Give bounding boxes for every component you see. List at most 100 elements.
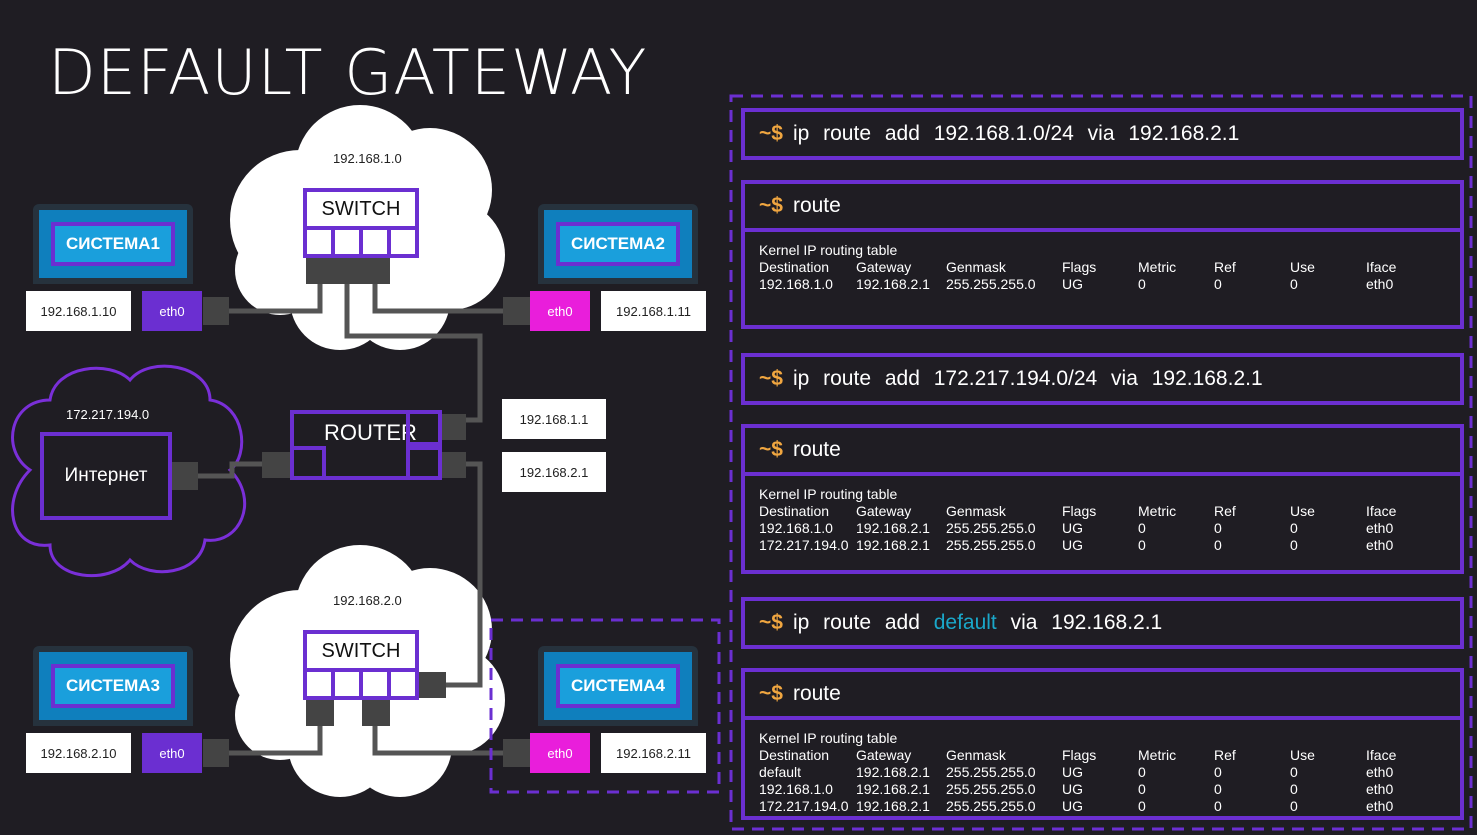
- table-cell: 192.168.2.1: [856, 781, 930, 797]
- table-cell: 0: [1290, 520, 1298, 536]
- switch-1[interactable]: SWITCH: [303, 188, 419, 258]
- switch-2-ports: [307, 672, 415, 700]
- table-header-cell: Flags: [1062, 503, 1097, 519]
- system4-iface: eth0: [530, 733, 590, 773]
- table-title-text: Kernel IP routing table: [759, 486, 898, 502]
- table-header-cell: Genmask: [946, 503, 1006, 519]
- table-header-cell: Gateway: [856, 503, 912, 519]
- table-cell: 0: [1138, 798, 1146, 814]
- switch-2[interactable]: SWITCH: [303, 630, 419, 700]
- table-cell: 0: [1290, 764, 1298, 780]
- port-blocks: [172, 258, 531, 767]
- router-port-1: [406, 414, 438, 446]
- system1-name: СИСТЕМА1: [51, 222, 175, 266]
- table-cell: 0: [1214, 520, 1222, 536]
- table-title-text: Kernel IP routing table: [759, 242, 898, 258]
- table-cell: 255.255.255.0: [946, 764, 1036, 780]
- table-cell: 172.217.194.0: [759, 537, 849, 553]
- prompt: ~$: [759, 682, 783, 705]
- system3-name: СИСТЕМА3: [51, 664, 175, 708]
- terminal-cmd-5[interactable]: ~$ip route add default via 192.168.2.1: [741, 597, 1464, 649]
- table-cell: eth0: [1366, 781, 1394, 797]
- cmd5-post: via 192.168.2.1: [1010, 611, 1163, 634]
- table-header-cell: Gateway: [856, 747, 912, 763]
- table-cell: 192.168.1.0: [759, 520, 833, 536]
- table-cell: 192.168.2.1: [856, 276, 930, 292]
- table-cell: 0: [1290, 276, 1298, 292]
- laptop-system4[interactable]: СИСТЕМА4: [538, 646, 698, 726]
- table-cell: eth0: [1366, 537, 1394, 553]
- switch-1-ports: [307, 230, 415, 258]
- switch-1-label: SWITCH: [307, 192, 415, 230]
- table-cell: 192.168.2.1: [856, 520, 930, 536]
- router-label: ROUTER: [324, 420, 417, 445]
- table-cell: 192.168.1.0: [759, 781, 833, 797]
- system2-name: СИСТЕМА2: [556, 222, 680, 266]
- table-cell: 192.168.2.1: [856, 764, 930, 780]
- table-title-text: Kernel IP routing table: [759, 730, 898, 746]
- table-header-cell: Use: [1290, 503, 1315, 519]
- table-header-cell: Iface: [1366, 259, 1397, 275]
- table-cell: 0: [1138, 764, 1146, 780]
- table-cell: 0: [1290, 537, 1298, 553]
- prompt: ~$: [759, 367, 783, 390]
- table-cell: 255.255.255.0: [946, 781, 1036, 797]
- table-cell: UG: [1062, 276, 1083, 292]
- internet-box[interactable]: Интернет: [40, 432, 172, 520]
- table-header-cell: Metric: [1138, 259, 1177, 275]
- table-cell: 0: [1214, 764, 1222, 780]
- table-cell: UG: [1062, 537, 1083, 553]
- router[interactable]: ROUTER: [290, 410, 442, 480]
- system2-ip: 192.168.1.11: [601, 291, 706, 331]
- table-title: Kernel IP routing table: [759, 242, 1460, 259]
- table-header-cell: Destination: [759, 259, 830, 275]
- terminal-dashed-frame: [729, 94, 1473, 831]
- table-title: Kernel IP routing table: [759, 486, 1460, 503]
- terminal-cmd-1[interactable]: ~$ip route add 192.168.1.0/24 via 192.16…: [741, 108, 1464, 160]
- table-header-cell: Genmask: [946, 259, 1006, 275]
- system3-iface: eth0: [142, 733, 202, 773]
- table-cell: 0: [1138, 781, 1146, 797]
- table-cell: 172.217.194.0: [759, 798, 849, 814]
- table-header-cell: Iface: [1366, 503, 1397, 519]
- page-title: DEFAULT GATEWAY: [48, 36, 648, 109]
- table-cell: 255.255.255.0: [946, 537, 1036, 553]
- prompt: ~$: [759, 194, 783, 217]
- table-header-cell: Genmask: [946, 747, 1006, 763]
- laptop-system3[interactable]: СИСТЕМА3: [33, 646, 193, 726]
- table-cell: 0: [1214, 781, 1222, 797]
- table-cell: eth0: [1366, 520, 1394, 536]
- table-cell: 192.168.2.1: [856, 537, 930, 553]
- table-cell: 255.255.255.0: [946, 520, 1036, 536]
- table-header-cell: Gateway: [856, 259, 912, 275]
- table-cell: 0: [1138, 276, 1146, 292]
- table-header-cell: Destination: [759, 503, 830, 519]
- system4-name: СИСТЕМА4: [556, 664, 680, 708]
- system3-ip: 192.168.2.10: [26, 733, 131, 773]
- table-header-cell: Flags: [1062, 259, 1097, 275]
- table-header-cell: Use: [1290, 747, 1315, 763]
- cmd4-text: route: [792, 438, 841, 461]
- table-cell: 0: [1290, 781, 1298, 797]
- table-title: Kernel IP routing table: [759, 730, 1460, 747]
- laptop-system2[interactable]: СИСТЕМА2: [538, 204, 698, 284]
- table-header-cell: Metric: [1138, 503, 1177, 519]
- terminal-cmd-3[interactable]: ~$ ip route add 172.217.194.0/24 via 192.…: [741, 353, 1464, 405]
- router-port-2: [406, 446, 438, 476]
- cmd3-text: ip route add 172.217.194.0/24 via 192.16…: [792, 367, 1263, 390]
- laptop-system1[interactable]: СИСТЕМА1: [33, 204, 193, 284]
- cmd5-pre: ip route add: [792, 611, 920, 634]
- table-cell: UG: [1062, 520, 1083, 536]
